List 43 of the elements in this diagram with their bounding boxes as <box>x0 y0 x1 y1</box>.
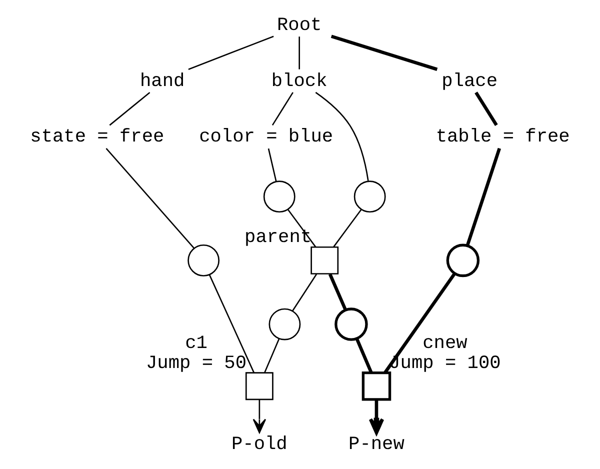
connector <box>466 148 502 246</box>
node-circle <box>263 180 296 213</box>
connector <box>264 338 280 373</box>
node-circle <box>354 180 386 213</box>
node-circle <box>268 308 301 340</box>
node-text: color = blue <box>199 126 334 148</box>
node-label: Jump = 50 <box>146 352 247 374</box>
node-text: state = free <box>30 126 164 148</box>
connector <box>474 92 498 126</box>
connector <box>328 273 347 310</box>
node-text: block <box>271 70 328 92</box>
node-label: Jump = 100 <box>389 352 501 374</box>
connector <box>288 209 316 248</box>
node-text: Root <box>277 14 322 36</box>
node-box <box>362 372 392 401</box>
connector <box>109 92 150 126</box>
connector <box>384 272 456 374</box>
node-text: place <box>442 70 498 92</box>
arrow <box>368 400 384 434</box>
arrow <box>252 400 266 434</box>
connector <box>208 274 255 374</box>
node-text: P-old <box>232 432 288 455</box>
node-circle <box>188 244 220 276</box>
connector <box>292 274 318 312</box>
node-circle <box>334 308 368 341</box>
node-box <box>310 246 339 274</box>
connector <box>330 34 438 71</box>
connector <box>268 148 277 182</box>
connector <box>272 92 294 126</box>
connector <box>188 36 274 70</box>
connector <box>298 36 300 70</box>
node-circle <box>446 244 480 278</box>
node-label: parent <box>244 226 312 248</box>
connector <box>106 148 194 249</box>
node-label: cnew <box>422 332 468 354</box>
node-text: table = free <box>436 126 570 148</box>
connector <box>355 338 373 374</box>
node-label: c1 <box>185 332 208 354</box>
node-text: hand <box>140 70 185 92</box>
connector <box>315 92 369 181</box>
node-box <box>245 372 274 400</box>
connector <box>333 209 362 248</box>
node-text: P-new <box>348 432 404 455</box>
